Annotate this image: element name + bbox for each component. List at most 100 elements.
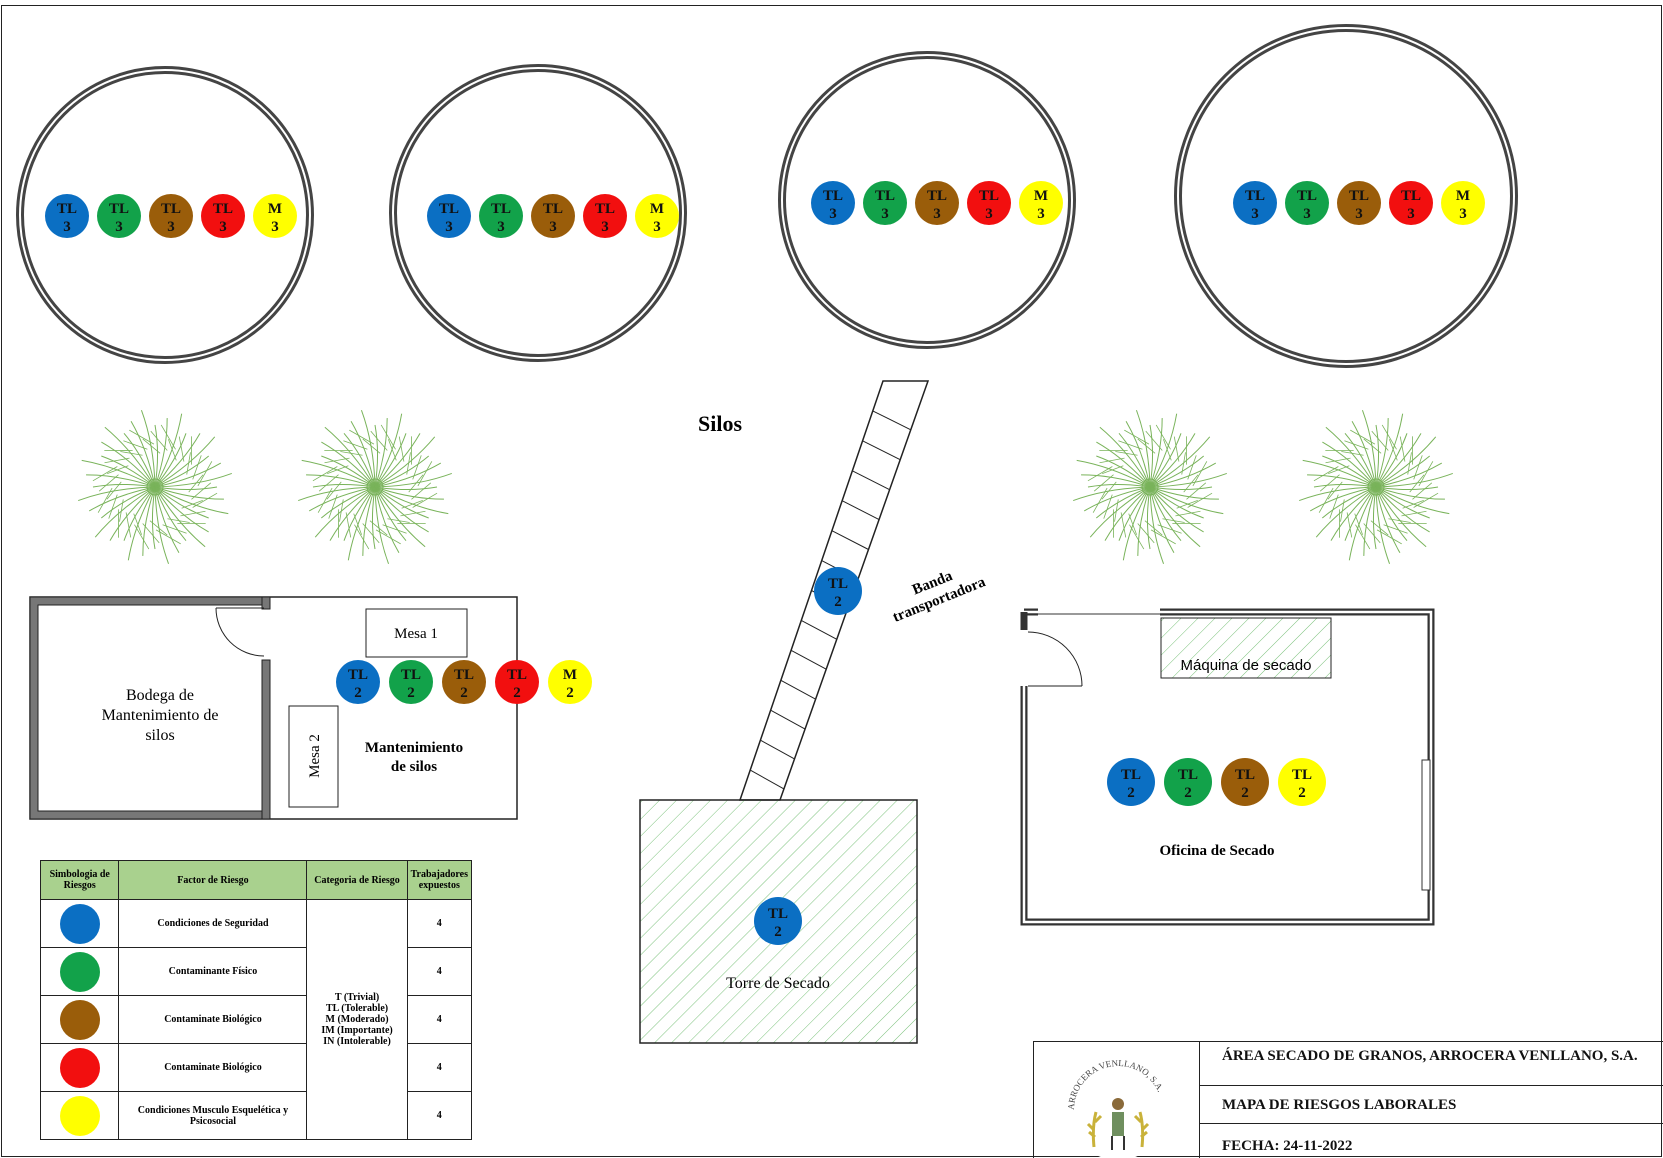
legend-category-item: IN (Intolerable) xyxy=(323,1036,391,1047)
risk-marker-category: TL xyxy=(823,188,843,204)
risk-marker-dot xyxy=(531,194,575,238)
legend-color-dot xyxy=(59,951,100,992)
risk-marker-dot xyxy=(967,181,1011,225)
risk-marker-workers: 2 xyxy=(1298,785,1306,801)
risk-marker-dot xyxy=(336,660,380,704)
risk-marker-workers: 3 xyxy=(167,219,175,235)
risk-marker: TL3 xyxy=(45,194,89,238)
title-line-1: ÁREA SECADO DE GRANOS, ARROCERA VENLLANO… xyxy=(1200,1042,1663,1086)
risk-marker: M3 xyxy=(1019,181,1063,225)
risk-marker-dot xyxy=(1107,758,1155,806)
legend-row: Condiciones Musculo Esquelética y Psicos… xyxy=(39,1091,473,1140)
legend-color-dot xyxy=(59,1095,100,1136)
conveyor-rung xyxy=(749,769,785,790)
legend-factor: Contaminante Físico xyxy=(118,947,308,996)
tree-icon xyxy=(78,410,232,564)
risk-marker: TL2 xyxy=(389,660,433,704)
risk-marker: TL3 xyxy=(531,194,575,238)
risk-marker-workers: 3 xyxy=(1303,206,1311,222)
risk-marker: TL3 xyxy=(811,181,855,225)
risk-marker: TL 2 xyxy=(442,660,486,704)
risk-marker-workers: 3 xyxy=(271,219,279,235)
risk-marker-category: TL xyxy=(454,667,474,683)
legend-color-dot xyxy=(59,1047,100,1088)
legend-color-dot xyxy=(59,903,100,944)
risk-marker-dot xyxy=(1285,181,1329,225)
risk-marker-category: TL xyxy=(491,201,511,217)
drying-machine xyxy=(1160,617,1332,679)
risk-marker-category: TL xyxy=(1178,767,1198,783)
drying-tower-label: Torre de Secado xyxy=(726,975,830,992)
risk-marker: TL2 xyxy=(1107,758,1155,806)
risk-marker-category: TL xyxy=(927,188,947,204)
conveyor-label: Banda transportadora xyxy=(891,568,989,626)
legend-factor: Contaminate Biológico xyxy=(118,995,308,1044)
maintenance-area-line2: de silos xyxy=(391,759,437,775)
risk-marker: TL2 xyxy=(495,660,539,704)
risk-marker-workers: 2 xyxy=(1184,785,1192,801)
legend-worker-count: 4 xyxy=(406,995,473,1044)
risk-marker-dot xyxy=(495,660,539,704)
risk-marker-category: TL xyxy=(348,667,368,683)
mesa-1 xyxy=(365,608,468,658)
mesa-1-label: Mesa 1 xyxy=(394,626,438,642)
title-block: ARROCERA VENLLANO, S.A. ÁREA SECADO DE G… xyxy=(1033,1041,1663,1158)
risk-marker: TL3 xyxy=(583,194,627,238)
tree-icon xyxy=(1299,410,1453,564)
risk-marker-category: TL xyxy=(1121,767,1141,783)
legend-header-workers: Trabajadores expuestos xyxy=(406,860,473,900)
tower-risk-marker-workers: 2 xyxy=(774,924,782,940)
risk-marker-dot xyxy=(1441,181,1485,225)
risk-marker: TL2 xyxy=(336,660,380,704)
risk-marker-workers: 3 xyxy=(1037,206,1045,222)
trees xyxy=(78,410,1453,564)
risk-marker-workers: 3 xyxy=(1355,206,1363,222)
risk-marker: TL3 xyxy=(967,181,1011,225)
legend-category-item: IM (Importante) xyxy=(321,1025,393,1036)
risk-marker-workers: 2 xyxy=(460,685,468,701)
risk-marker-workers: 3 xyxy=(1407,206,1415,222)
risk-marker-category: TL xyxy=(1401,188,1421,204)
conveyor-rung xyxy=(862,440,901,461)
office-door-swing xyxy=(1027,631,1083,687)
risk-marker-dot xyxy=(427,194,471,238)
risk-marker-workers: 2 xyxy=(1241,785,1249,801)
risk-marker-workers: 3 xyxy=(549,219,557,235)
risk-marker-dot xyxy=(253,194,297,238)
risk-marker-category: TL xyxy=(1297,188,1317,204)
risk-marker-workers: 3 xyxy=(653,219,661,235)
conveyor-rung xyxy=(841,500,880,521)
risk-marker-dot xyxy=(1278,758,1326,806)
company-logo: ARROCERA VENLLANO, S.A. xyxy=(1034,1042,1200,1158)
legend-header-symbol: Simbologia de Riesgos xyxy=(39,860,120,900)
risk-marker: TL 3 xyxy=(1285,181,1329,225)
area-title-silos: Silos xyxy=(698,411,742,436)
risk-marker-dot xyxy=(1164,758,1212,806)
legend-worker-count: 4 xyxy=(406,1091,473,1140)
risk-marker: TL 3 xyxy=(1389,181,1433,225)
risk-marker-dot xyxy=(97,194,141,238)
risk-marker-dot xyxy=(442,660,486,704)
drying-office xyxy=(1020,608,1435,926)
risk-marker-dot xyxy=(45,194,89,238)
drying-machine-label: Máquina de secado xyxy=(1181,657,1312,674)
risk-marker: TL3 xyxy=(427,194,471,238)
risk-marker-workers: 3 xyxy=(1251,206,1259,222)
legend-row: Contaminate Biológico 4 xyxy=(39,995,473,1044)
risk-marker: TL3 xyxy=(149,194,193,238)
legend-factor: Condiciones Musculo Esquelética y Psicos… xyxy=(118,1091,308,1140)
legend-header-category: Categoria de Riesgo xyxy=(306,860,408,900)
risk-marker: TL 2 xyxy=(1164,758,1212,806)
risk-marker: TL3 xyxy=(863,181,907,225)
risk-marker-category: TL xyxy=(1349,188,1369,204)
risk-marker-dot xyxy=(1337,181,1381,225)
risk-marker: TL3 xyxy=(479,194,523,238)
conveyor-rung xyxy=(872,410,911,431)
conveyor-risk-marker-dot xyxy=(814,567,862,615)
legend-category-item: M (Moderado) xyxy=(325,1014,389,1025)
risk-marker: TL3 xyxy=(1233,181,1277,225)
